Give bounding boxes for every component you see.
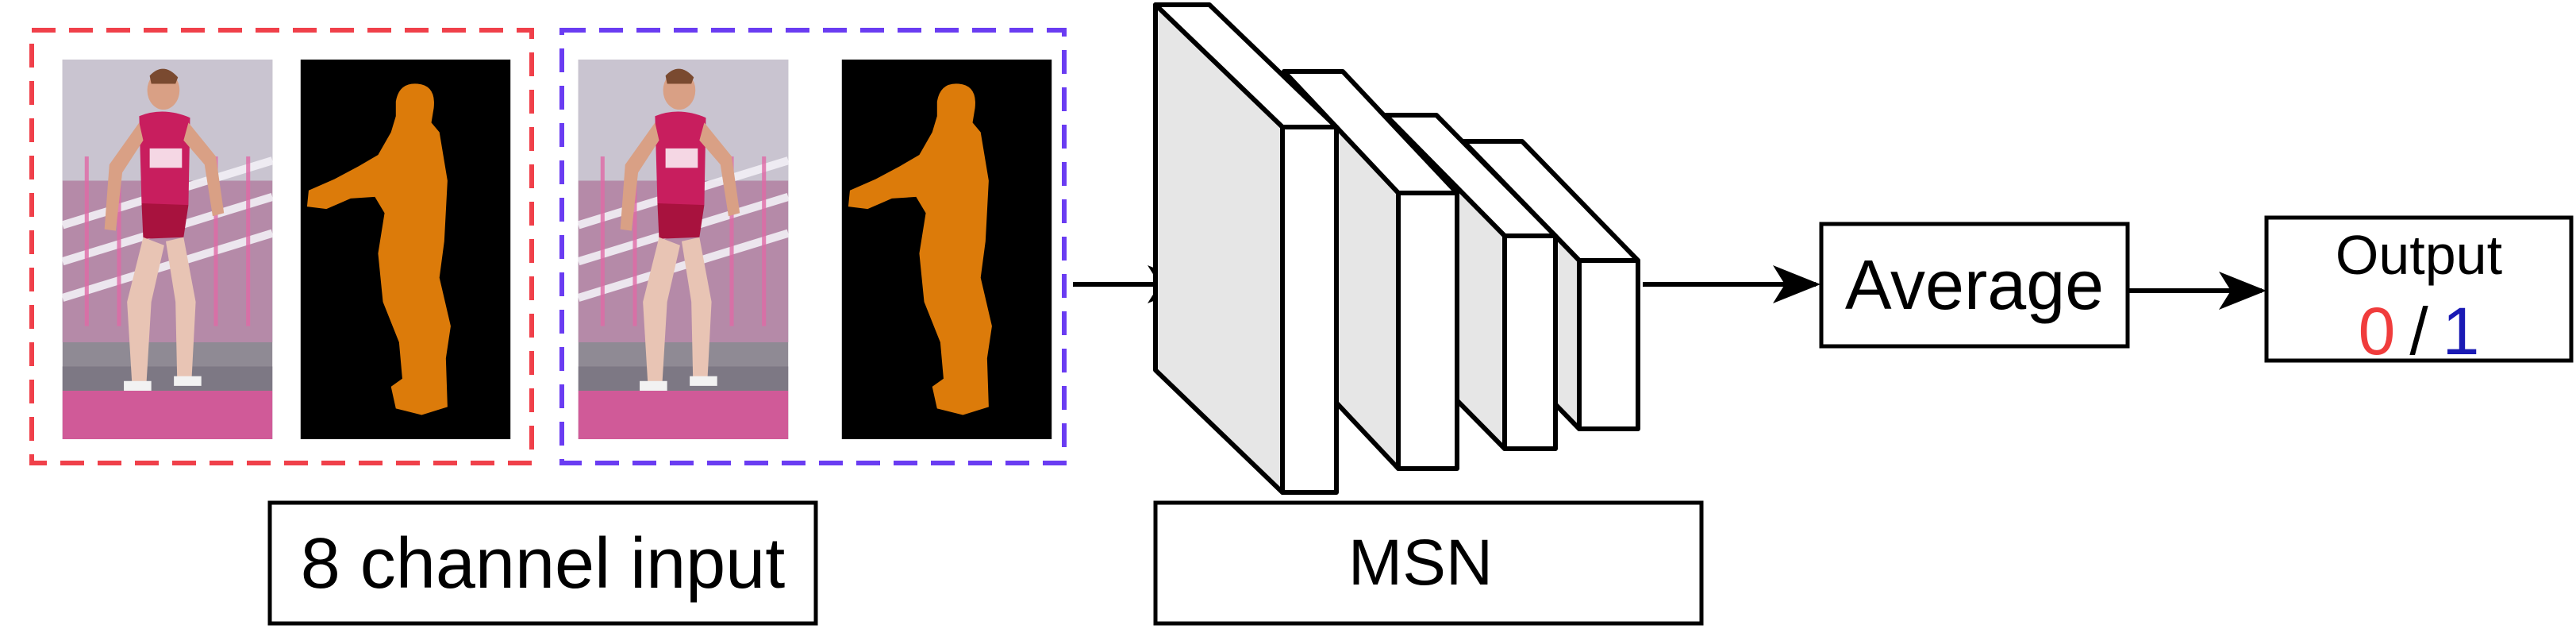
network-label: MSN <box>1348 527 1493 599</box>
output-title: Output <box>2336 224 2502 286</box>
output-values: 0/1 <box>2359 294 2480 369</box>
network-layers <box>1153 2 1640 495</box>
output-separator: / <box>2409 294 2428 369</box>
network-label-box: MSN <box>1153 500 1704 626</box>
network-layer-1 <box>1153 2 1339 495</box>
athlete-rgb-frame-icon <box>579 60 788 439</box>
average-box: Average <box>1819 222 2130 349</box>
input-label: 8 channel input <box>301 524 786 604</box>
input-group-2-border <box>559 28 1067 465</box>
input-group-1 <box>29 28 534 465</box>
average-label: Average <box>1845 245 2104 324</box>
athlete-segmentation-mask-icon <box>841 60 1052 439</box>
output-value-one: 1 <box>2443 294 2480 369</box>
athlete-segmentation-mask-icon <box>300 60 511 439</box>
output-box: Output 0/1 <box>2264 215 2574 369</box>
input-label-box: 8 channel input <box>267 500 818 626</box>
athlete-rgb-frame-icon <box>63 60 272 439</box>
output-value-zero: 0 <box>2359 294 2396 369</box>
input-group-2 <box>559 28 1067 465</box>
input-group-1-border <box>29 28 534 465</box>
